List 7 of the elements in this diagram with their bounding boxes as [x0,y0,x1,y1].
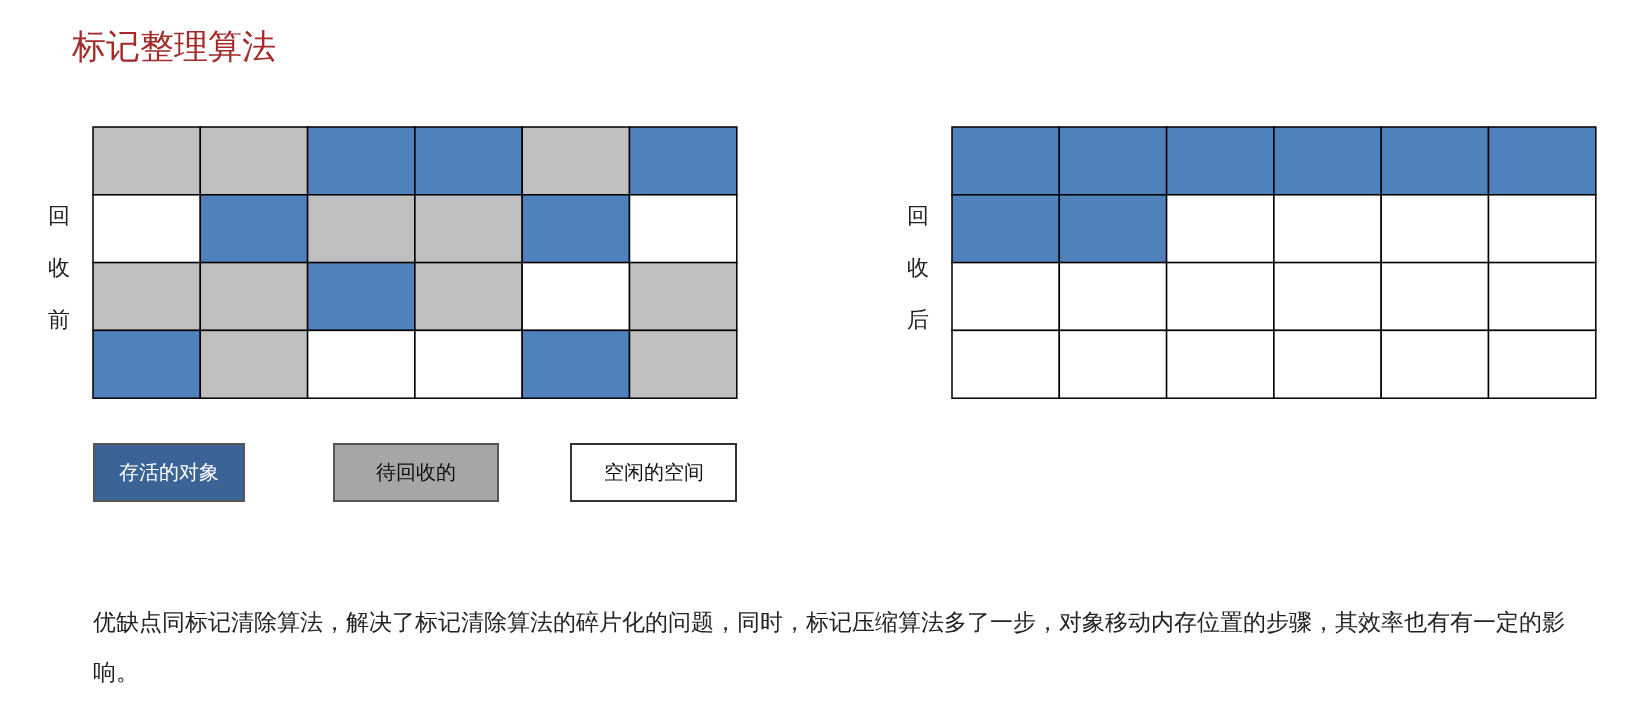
title: 标记整理算法 [72,25,276,68]
side-label: 回收后 [906,202,930,334]
description-text: 优缺点同标记清除算法，解决了标记清除算法的碎片化的问题，同时，标记压缩算法多了一步，对象移动内存位置的步骤，其效率也有有一定的影响。 [93,608,1566,687]
legend-key: 空闲的空间 [570,443,737,502]
legend-key: 待回收的 [333,443,499,502]
legend-key: 存活的对象 [93,443,245,502]
side-label: 回收前 [47,202,71,334]
